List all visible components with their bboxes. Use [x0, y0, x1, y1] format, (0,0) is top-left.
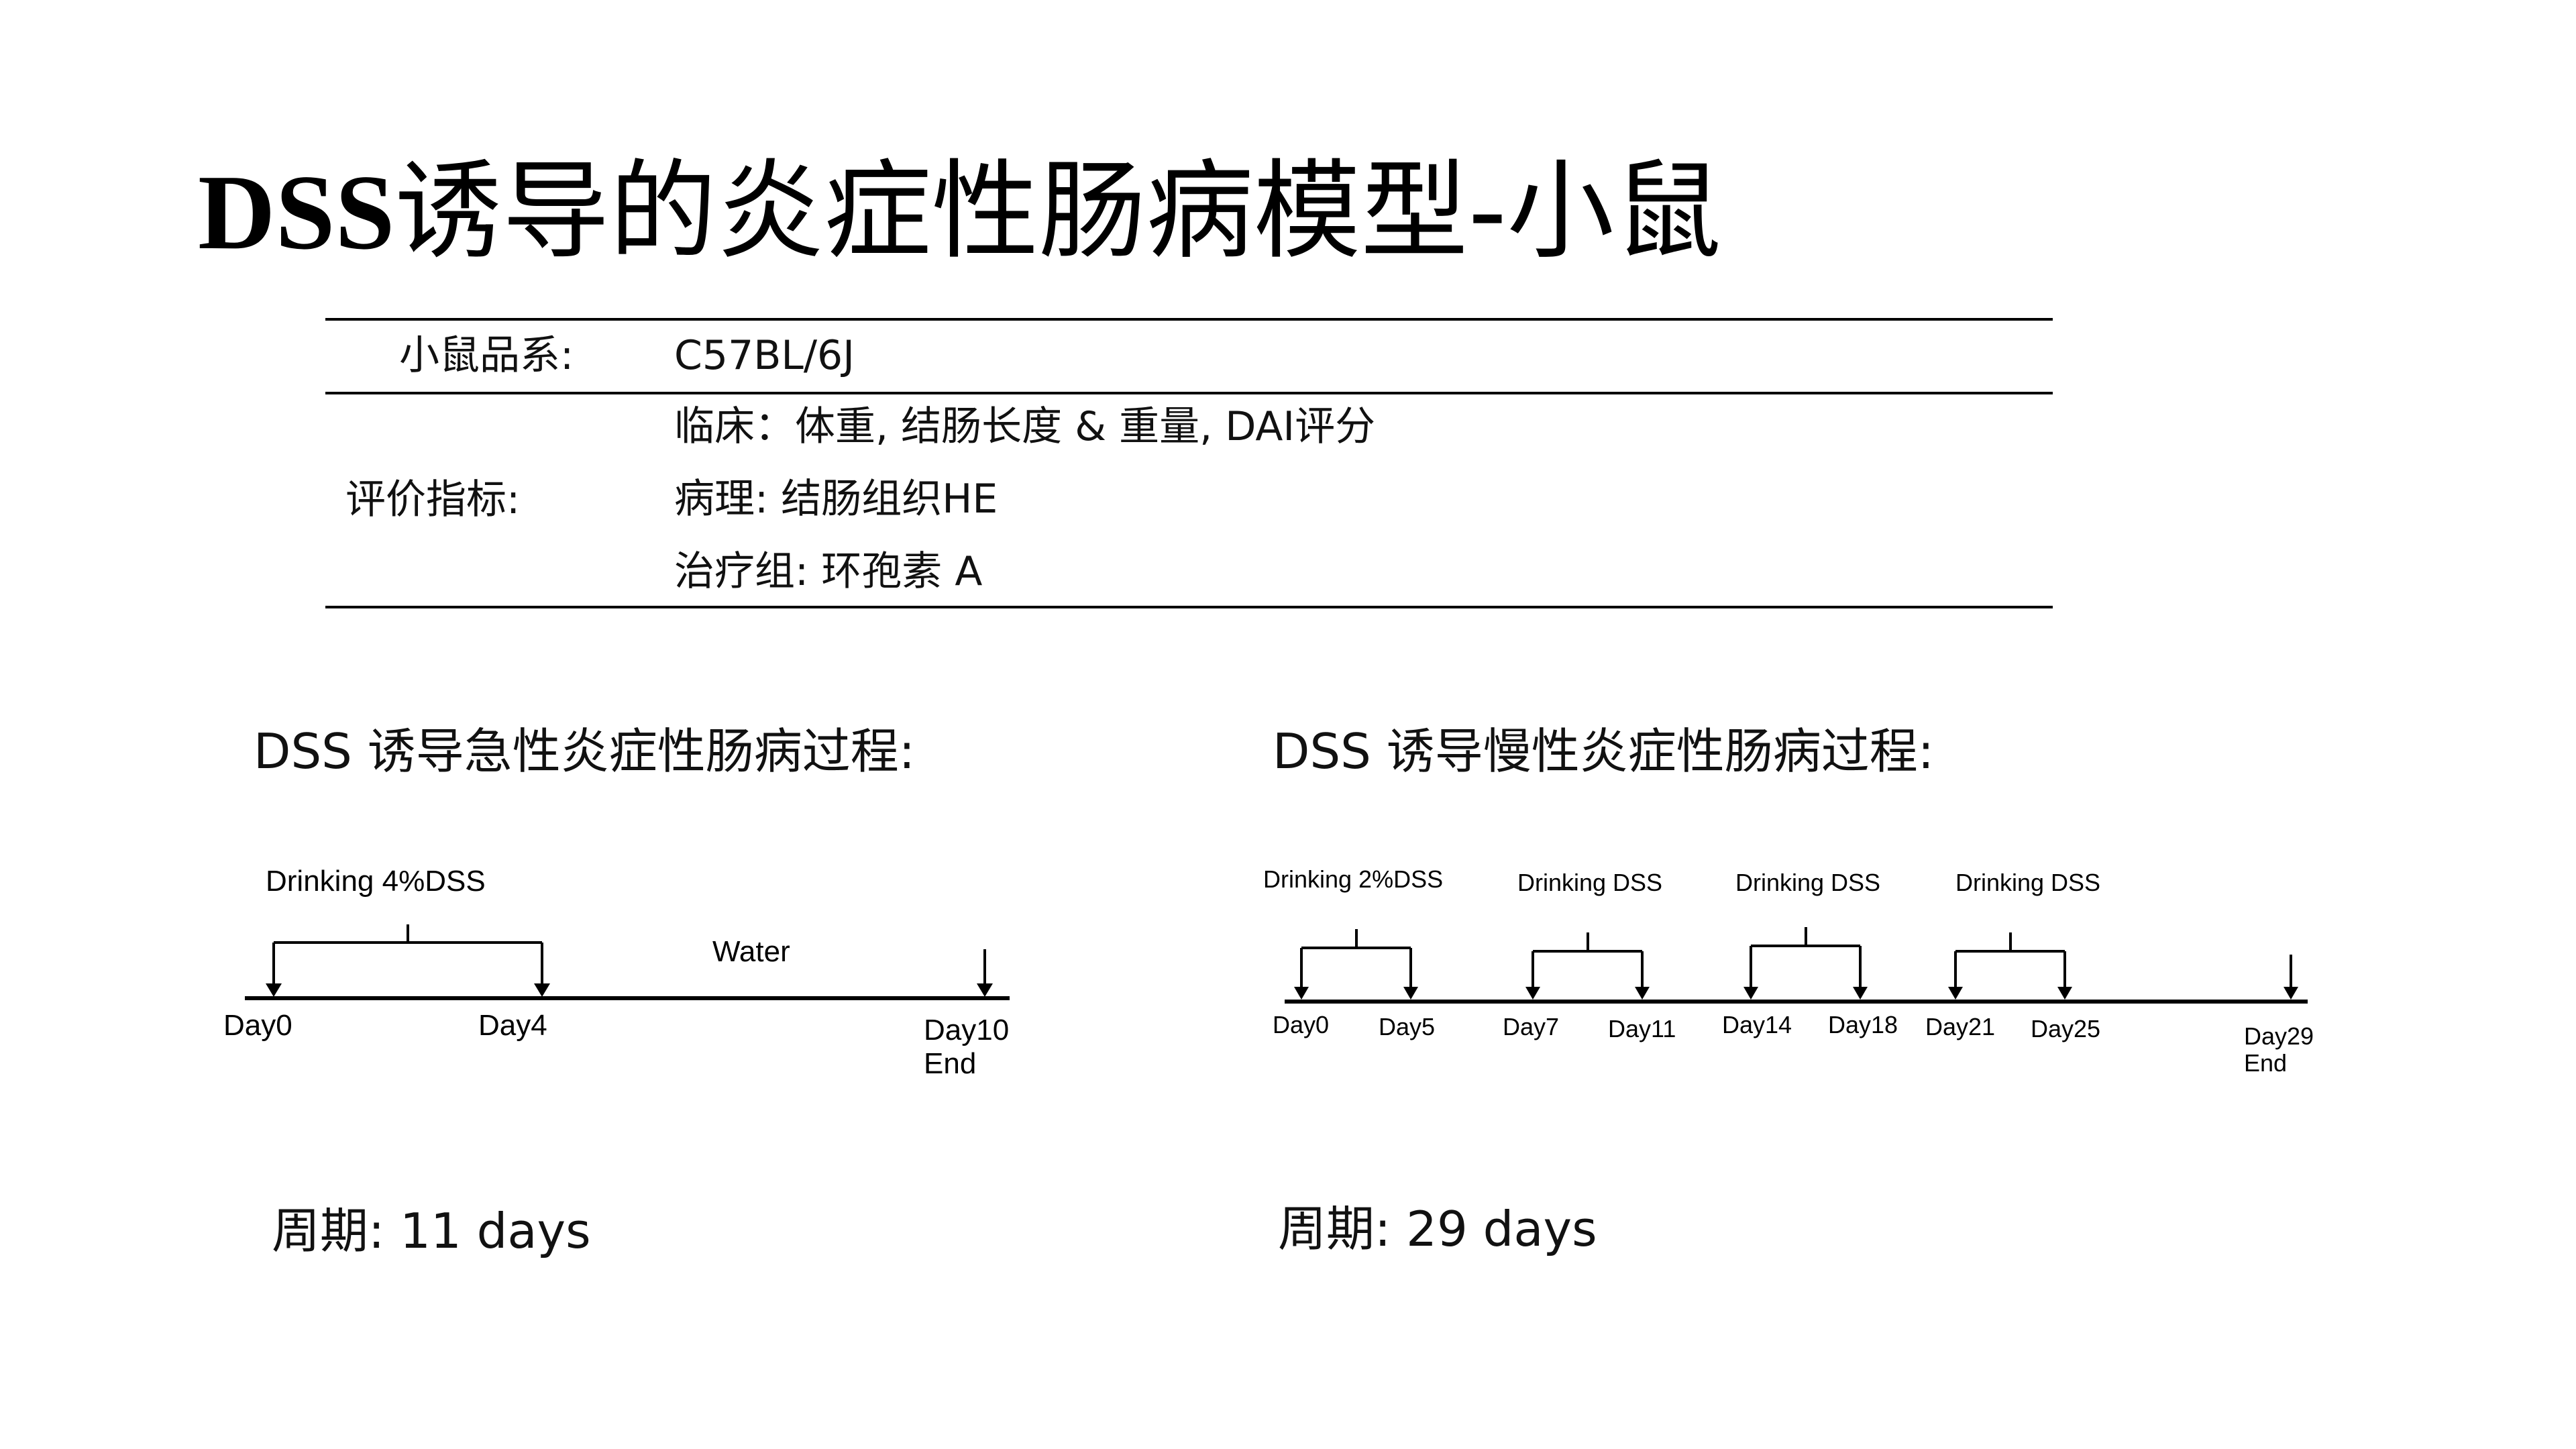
strain-label: 小鼠品系: — [399, 332, 574, 379]
acute-water-label: Water — [712, 935, 790, 968]
table-middle-rule — [325, 392, 2053, 394]
chronic-day-label: Day0 — [1273, 1011, 1329, 1038]
chronic-period: 周期: 29 days — [1278, 1201, 1597, 1257]
acute-day-label: Day10 — [924, 1014, 1009, 1046]
acute-day-label: Day4 — [478, 1009, 547, 1042]
acute-heading: DSS 诱导急性炎症性肠病过程: — [254, 723, 915, 780]
chronic-drink-bracket — [1948, 932, 2072, 1000]
eval-row-clinical: 临床：体重, 结肠长度 & 重量, DAI评分 — [674, 403, 1376, 450]
chronic-drink-bracket — [1525, 932, 1650, 1000]
strain-value: C57BL/6J — [674, 332, 855, 379]
table-top-rule — [325, 318, 2053, 321]
chronic-day-label: Day25 — [2031, 1015, 2100, 1042]
acute-end-label: End — [924, 1047, 976, 1080]
chronic-drink-label: Drinking DSS — [1735, 869, 1880, 896]
acute-end-arrow — [977, 949, 993, 997]
chronic-end-arrow — [2284, 955, 2298, 1000]
chronic-drink-bracket — [1743, 927, 1868, 1000]
chronic-drink-label: Drinking DSS — [1517, 869, 1662, 896]
chronic-day-label: Day21 — [1925, 1013, 1995, 1040]
chronic-end-label: End — [2244, 1049, 2287, 1077]
acute-day-label: Day0 — [223, 1009, 292, 1042]
eval-label: 评价指标: — [345, 476, 521, 523]
chronic-day-label: Day14 — [1722, 1011, 1792, 1038]
chronic-day-label: Day11 — [1608, 1015, 1676, 1042]
title-cjk: 诱导的炎症性肠病模型-小鼠 — [394, 148, 1722, 274]
eval-row-pathology: 病理: 结肠组织HE — [674, 476, 998, 523]
chronic-day-label: Day5 — [1379, 1013, 1435, 1040]
eval-row-treatment: 治疗组: 环孢素 A — [674, 548, 983, 595]
chronic-day-label: Day7 — [1503, 1013, 1559, 1040]
chronic-heading: DSS 诱导慢性炎症性肠病过程: — [1273, 723, 1934, 780]
chronic-drink-label: Drinking DSS — [1955, 869, 2100, 896]
acute-period: 周期: 11 days — [272, 1203, 591, 1259]
page-title: DSS诱导的炎症性肠病模型-小鼠 — [198, 151, 1721, 272]
title-latin: DSS — [198, 152, 395, 272]
chronic-day-label: Day18 — [1828, 1011, 1898, 1038]
chronic-drink-bracket — [1294, 929, 1418, 1000]
table-bottom-rule — [325, 606, 2053, 608]
acute-drink-label: Drinking 4%DSS — [266, 865, 486, 898]
chronic-day-label: Day29 — [2244, 1022, 2314, 1050]
chronic-drink-label: Drinking 2%DSS — [1263, 865, 1443, 893]
acute-drink-bracket — [266, 924, 550, 997]
